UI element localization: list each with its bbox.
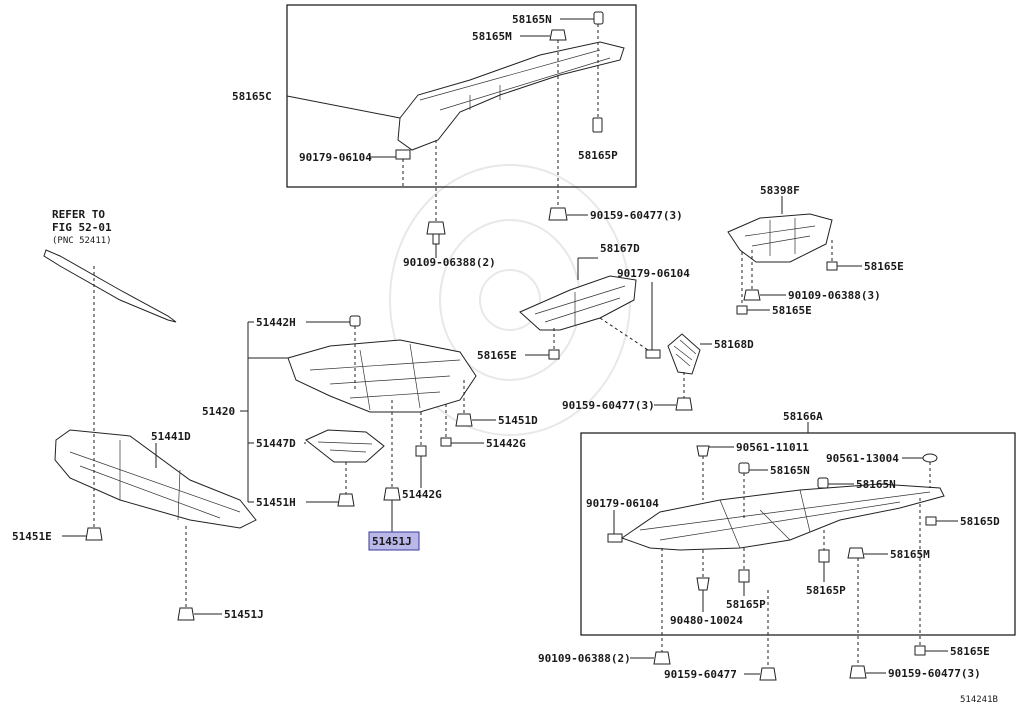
label-51420: 51420 — [202, 405, 235, 418]
label-90179-mid: 90179-06104 — [617, 267, 690, 280]
part-58166A-shape — [620, 483, 945, 551]
label-58167D: 58167D — [600, 242, 640, 255]
label-90109-r: 90109-06388(3) — [788, 289, 881, 302]
bolt-51451D — [455, 413, 473, 427]
clip-90179-top — [395, 149, 411, 160]
label-58165E-mid: 58165E — [477, 349, 517, 362]
label-51442H: 51442H — [256, 316, 296, 329]
label-90561-11011: 90561-11011 — [736, 441, 809, 454]
bolt-51451H — [337, 493, 355, 507]
label-51451E: 51451E — [12, 530, 52, 543]
part-51420-shape — [287, 339, 477, 413]
label-90159-b2: 90159-60477(3) — [888, 667, 981, 680]
label-90159-b1: 90159-60477 — [664, 668, 737, 681]
label-58165P-top: 58165P — [578, 149, 618, 162]
dash-90179-mid — [599, 317, 649, 351]
label-58165E-r2: 58165E — [772, 304, 812, 317]
label-58165E-r1: 58165E — [864, 260, 904, 273]
label-58165N-b1: 58165N — [770, 464, 810, 477]
bolt-51451J-hl — [383, 487, 401, 501]
bolt-90159-top — [548, 207, 568, 221]
bolt-90109-r — [743, 289, 761, 301]
clip-90480 — [696, 577, 710, 591]
label-58165M-top: 58165M — [472, 30, 512, 43]
clip-58165P-b2 — [818, 549, 830, 563]
bolt-90159-mid — [675, 397, 693, 411]
clip-58165E-r2 — [736, 305, 748, 315]
label-58166A: 58166A — [783, 410, 823, 423]
label-90561-13004: 90561-13004 — [826, 452, 899, 465]
clip-58165N-top — [593, 11, 604, 25]
clip-90561-11011 — [696, 445, 710, 457]
refer-line2: FIG 52-01 — [52, 221, 112, 234]
clip-58165E-mid — [548, 349, 560, 360]
clip-58165P-top — [592, 117, 603, 133]
label-90159-mid: 90159-60477(3) — [562, 399, 655, 412]
clip-58165N-b2 — [817, 477, 829, 489]
label-90159-top: 90159-60477(3) — [590, 209, 683, 222]
lead-58165C — [286, 95, 401, 119]
label-58165C: 58165C — [232, 90, 272, 103]
part-58168D-shape — [667, 333, 701, 375]
bolt-51451J-bot — [177, 607, 195, 621]
clip-58165E-r1 — [826, 261, 838, 271]
clip-58165E-bot — [914, 645, 926, 656]
label-51442G-b: 51442G — [402, 488, 442, 501]
part-51447D-shape — [305, 429, 385, 463]
label-90109-bot: 90109-06388(2) — [538, 652, 631, 665]
bolt-51451E — [85, 527, 103, 541]
label-90179-bot: 90179-06104 — [586, 497, 659, 510]
label-90109-top: 90109-06388(2) — [403, 256, 496, 269]
clip-51442H — [349, 315, 361, 327]
label-58168D: 58168D — [714, 338, 754, 351]
label-58165N-top: 58165N — [512, 13, 552, 26]
refer-line1: REFER TO — [52, 208, 105, 221]
part-refer-bar — [43, 249, 177, 323]
group-frame-58166A — [580, 432, 1016, 636]
label-51441D: 51441D — [151, 430, 191, 443]
bolt-90159-b2 — [849, 665, 867, 679]
label-58165P-b2: 58165P — [806, 584, 846, 597]
clip-58165N-b1 — [738, 462, 750, 474]
washer-90561-13004 — [922, 453, 938, 463]
refer-line3: (PNC 52411) — [52, 236, 112, 246]
part-58167D-shape — [519, 275, 637, 331]
clip-90179-mid — [645, 349, 661, 359]
bolt-90159-b1 — [759, 667, 777, 681]
part-58165C-shape — [397, 41, 625, 151]
label-58165P-b1: 58165P — [726, 598, 766, 611]
clip-58165P-b1 — [738, 569, 750, 583]
label-90480: 90480-10024 — [670, 614, 743, 627]
nut-58165M-top — [549, 29, 567, 41]
label-58165D: 58165D — [960, 515, 1000, 528]
label-58165E-bot: 58165E — [950, 645, 990, 658]
clip-90179-bot — [607, 533, 623, 543]
label-51451J-bot: 51451J — [224, 608, 264, 621]
diagram-id: 514241B — [960, 695, 998, 705]
label-51451H: 51451H — [256, 496, 296, 509]
label-58165M-bot: 58165M — [890, 548, 930, 561]
label-51447D: 51447D — [256, 437, 296, 450]
label-58165N-b2: 58165N — [856, 478, 896, 491]
label-51442G-a: 51442G — [486, 437, 526, 450]
highlight-51451J[interactable] — [368, 531, 420, 551]
clip-51442G-b — [415, 445, 427, 457]
part-51441D-shape — [54, 429, 257, 529]
label-51451J-highlight[interactable]: 51451J — [372, 535, 412, 548]
bolt-90109-bot — [653, 651, 671, 665]
label-51451D: 51451D — [498, 414, 538, 427]
label-90179-top: 90179-06104 — [299, 151, 372, 164]
bolt-90109-top — [426, 221, 446, 245]
part-58398F-shape — [727, 213, 833, 263]
nut-58165M-bot — [847, 547, 865, 559]
clip-58165D — [925, 516, 937, 526]
label-58398F: 58398F — [760, 184, 800, 197]
clip-51442G-a — [440, 437, 452, 447]
